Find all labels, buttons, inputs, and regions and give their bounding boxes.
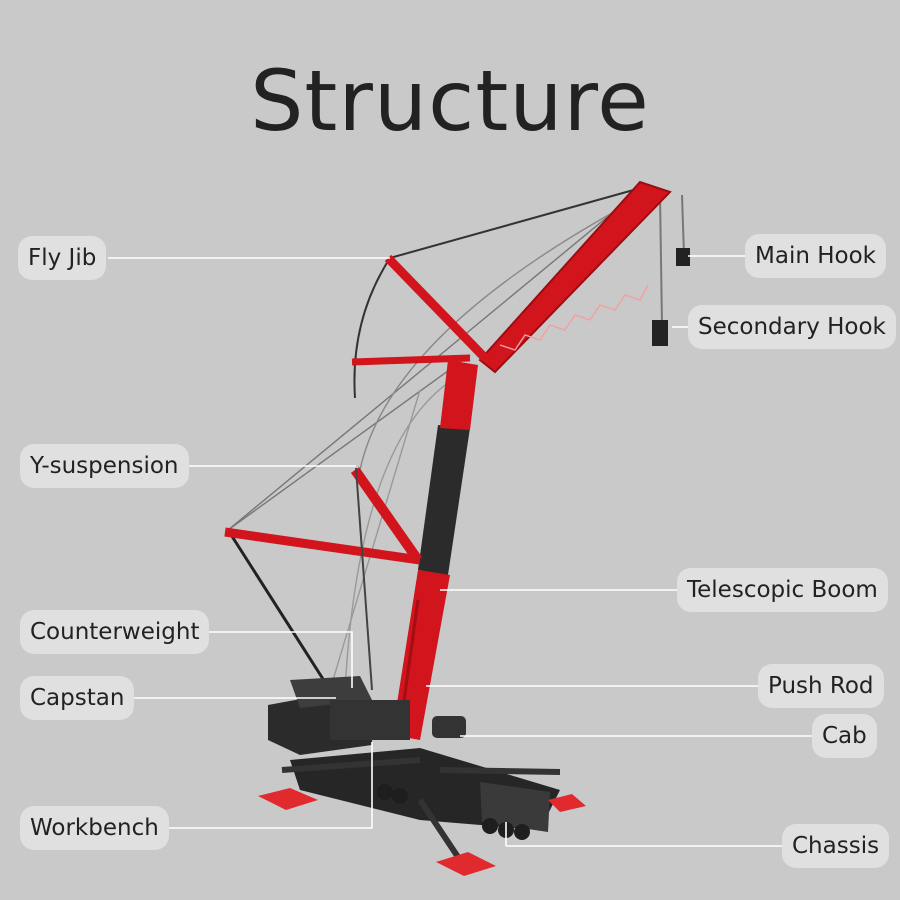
label-main-hook: Main Hook	[745, 234, 886, 278]
outrigger-pads	[258, 788, 586, 876]
secondary-hook-icon	[652, 320, 668, 346]
hook-blocks	[652, 248, 690, 346]
label-counterweight: Counterweight	[20, 610, 210, 654]
y-suspension	[224, 467, 423, 691]
label-fly-jib: Fly Jib	[18, 236, 107, 280]
label-y-suspension: Y-suspension	[20, 444, 189, 488]
label-telescopic-boom: Telescopic Boom	[677, 568, 888, 612]
chassis-body	[281, 748, 561, 862]
label-cab: Cab	[812, 714, 877, 758]
counterweight-block	[268, 676, 410, 755]
suspension-cables	[226, 185, 685, 691]
telescopic-boom	[392, 360, 478, 740]
page-title: Structure	[250, 52, 650, 150]
label-capstan: Capstan	[20, 676, 135, 720]
fly-jib	[351, 180, 672, 374]
label-push-rod: Push Rod	[758, 664, 884, 708]
label-workbench: Workbench	[20, 806, 169, 850]
main-hook-icon	[676, 248, 690, 266]
label-secondary-hook: Secondary Hook	[688, 305, 896, 349]
leader-lines	[108, 255, 812, 847]
label-chassis: Chassis	[782, 824, 890, 868]
cab-unit	[432, 716, 466, 738]
